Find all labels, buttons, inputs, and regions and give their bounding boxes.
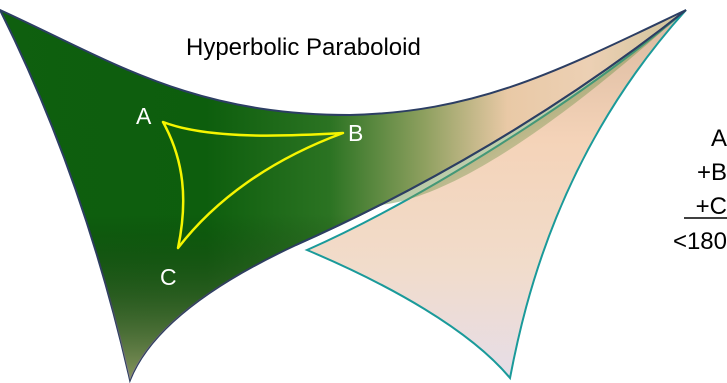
diagram-title: Hyperbolic Paraboloid (186, 34, 421, 61)
vertex-label-c: C (160, 264, 177, 290)
vertex-label-a: A (136, 103, 152, 129)
angle-sum-line-1: A (711, 125, 727, 152)
surface-ridge-edge (295, 9, 687, 246)
geodesic-triangle (161, 120, 345, 250)
angle-sum-line-4: <180 (673, 228, 727, 255)
angle-sum-line-3: +C (696, 193, 727, 220)
surface-front-shading (0, 10, 686, 380)
vertex-label-b: B (348, 120, 363, 146)
angle-sum-line-2: +B (697, 159, 727, 186)
